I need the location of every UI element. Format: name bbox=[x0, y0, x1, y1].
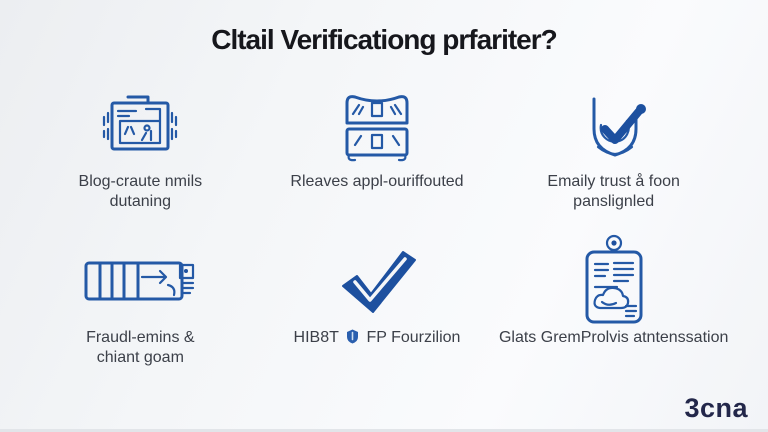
stacked-mail-trays-icon bbox=[335, 84, 419, 166]
caption-line: Blog-craute nmils bbox=[78, 173, 203, 190]
feature-caption-4: Fraudl-emins & chiant goam bbox=[86, 328, 194, 368]
caption-line: dutaning bbox=[109, 193, 172, 210]
feature-grid: Blog-craute nmils dutaning Rleaves appl-… bbox=[22, 84, 732, 368]
page-title: Cltail Verificationg prfariter? bbox=[211, 24, 558, 55]
caption-line: Emaily trust å foon bbox=[547, 173, 680, 190]
caption-line: chiant goam bbox=[96, 349, 184, 366]
feature-caption-2: Rleaves appl-ouriffouted bbox=[290, 172, 463, 192]
fraud-list-arrow-icon bbox=[80, 240, 200, 322]
feature-item-6: Glats GremProlvis atntenssation bbox=[495, 234, 732, 368]
feature-item-3: Emaily trust å foon panslignled bbox=[495, 84, 732, 212]
caption-line: Glats GremProlvis atntenssation bbox=[498, 329, 729, 346]
caption-text-right: FP Fourzilion bbox=[366, 329, 461, 346]
bold-check-icon bbox=[331, 240, 423, 322]
caption-text-left: HIB8T bbox=[293, 329, 339, 346]
caption-line: panslignled bbox=[573, 193, 655, 210]
feature-item-5: HIB8T FP Fourzilion bbox=[259, 240, 496, 368]
caption-line: HIB8T FP Fourzilion bbox=[294, 328, 461, 348]
id-card-report-icon bbox=[574, 234, 654, 324]
shield-check-icon bbox=[570, 84, 658, 166]
mini-shield-icon bbox=[346, 329, 359, 344]
caption-line: Fraudl-emins & bbox=[86, 329, 195, 346]
vibrating-mail-folder-icon bbox=[96, 84, 184, 166]
feature-caption-3: Emaily trust å foon panslignled bbox=[547, 172, 680, 212]
feature-item-2: Rleaves appl-ouriffouted bbox=[259, 84, 496, 212]
caption-line: Rleaves appl-ouriffouted bbox=[290, 173, 464, 190]
feature-caption-6: Glats GremProlvis atntenssation bbox=[499, 328, 728, 348]
feature-item-4: Fraudl-emins & chiant goam bbox=[22, 240, 259, 368]
bottom-edge-divider bbox=[0, 429, 768, 432]
feature-item-1: Blog-craute nmils dutaning bbox=[22, 84, 259, 212]
feature-caption-5: HIB8T FP Fourzilion bbox=[294, 328, 461, 348]
feature-caption-1: Blog-craute nmils dutaning bbox=[79, 172, 203, 212]
brand-logo: 3cna bbox=[684, 393, 748, 423]
